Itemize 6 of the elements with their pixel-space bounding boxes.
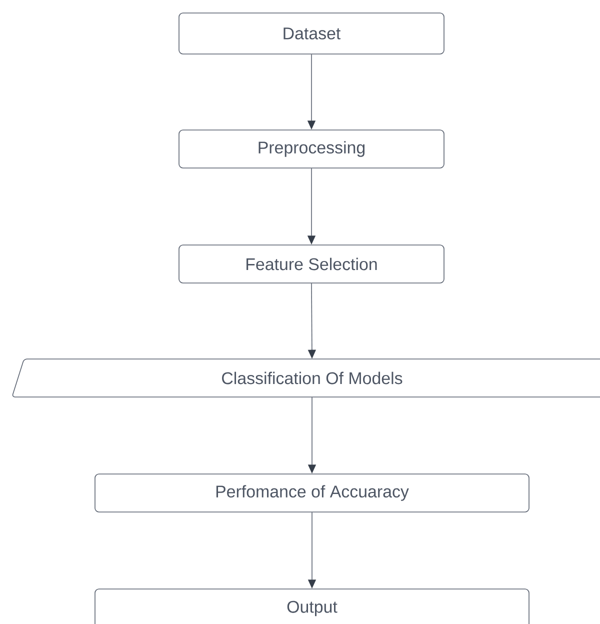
process-box: Dataset xyxy=(178,12,444,54)
process-box: Output xyxy=(94,588,530,624)
process-box: Preprocessing xyxy=(178,130,444,168)
process-box: Feature Selection xyxy=(178,244,444,284)
parallelogram-box: Classification Of Models xyxy=(12,358,600,398)
process-box: Perfomance of Accuaracy xyxy=(94,474,530,512)
